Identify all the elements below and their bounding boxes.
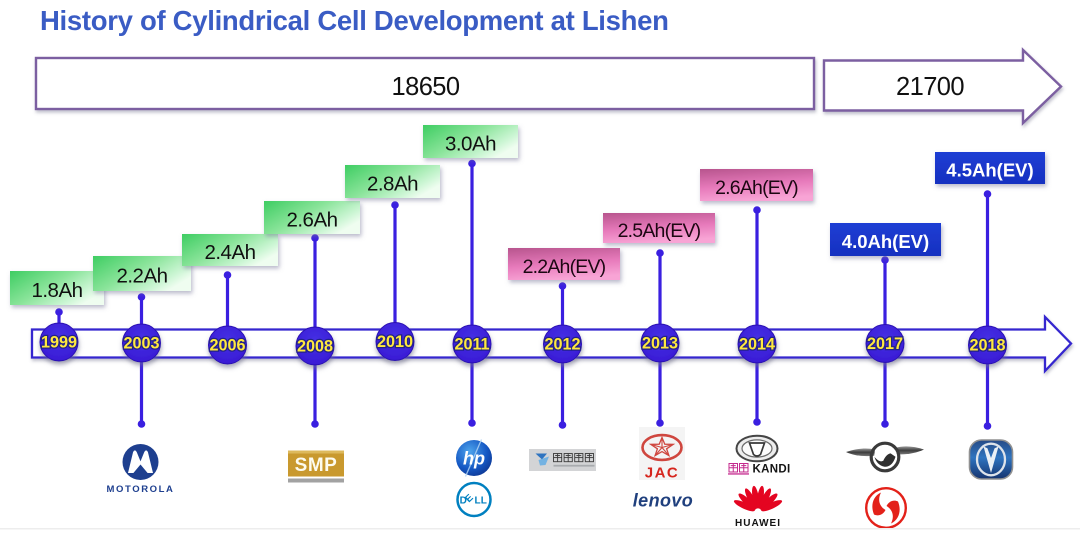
svg-text:3.0Ah: 3.0Ah xyxy=(445,133,496,156)
svg-text:18650: 18650 xyxy=(392,73,460,101)
svg-text:HUAWEI: HUAWEI xyxy=(735,518,781,529)
svg-text:2.5Ah(EV): 2.5Ah(EV) xyxy=(618,220,701,242)
svg-text:4.5Ah(EV): 4.5Ah(EV) xyxy=(946,160,1033,181)
svg-text:2013: 2013 xyxy=(642,335,678,353)
svg-text:2.2Ah: 2.2Ah xyxy=(116,265,167,288)
svg-text:4.0Ah(EV): 4.0Ah(EV) xyxy=(842,231,929,252)
svg-text:MOTOROLA: MOTOROLA xyxy=(106,484,174,495)
svg-text:2003: 2003 xyxy=(123,335,159,353)
svg-text:KANDI: KANDI xyxy=(753,464,791,476)
svg-text:1.8Ah: 1.8Ah xyxy=(31,279,82,302)
svg-text:L: L xyxy=(475,495,481,506)
svg-text:1999: 1999 xyxy=(41,334,77,352)
svg-text:2011: 2011 xyxy=(454,336,489,354)
svg-text:2.6Ah(EV): 2.6Ah(EV) xyxy=(715,177,798,199)
svg-text:JAC: JAC xyxy=(645,465,680,482)
svg-text:2.2Ah(EV): 2.2Ah(EV) xyxy=(523,256,606,278)
svg-text:2017: 2017 xyxy=(867,335,903,353)
svg-text:lenovo: lenovo xyxy=(633,491,693,511)
svg-text:2.6Ah: 2.6Ah xyxy=(286,209,337,232)
svg-text:2012: 2012 xyxy=(544,336,580,354)
svg-text:2006: 2006 xyxy=(209,337,245,355)
svg-text:2.8Ah: 2.8Ah xyxy=(367,173,418,196)
svg-text:D: D xyxy=(460,495,467,506)
svg-text:2008: 2008 xyxy=(297,338,333,356)
svg-text:2.4Ah: 2.4Ah xyxy=(204,241,255,264)
svg-text:21700: 21700 xyxy=(896,73,964,101)
svg-text:2018: 2018 xyxy=(969,337,1005,355)
svg-text:2014: 2014 xyxy=(739,336,775,354)
svg-text:L: L xyxy=(481,495,487,506)
svg-text:SMP: SMP xyxy=(295,455,338,476)
svg-text:hp: hp xyxy=(463,449,485,469)
svg-text:2010: 2010 xyxy=(377,333,413,351)
